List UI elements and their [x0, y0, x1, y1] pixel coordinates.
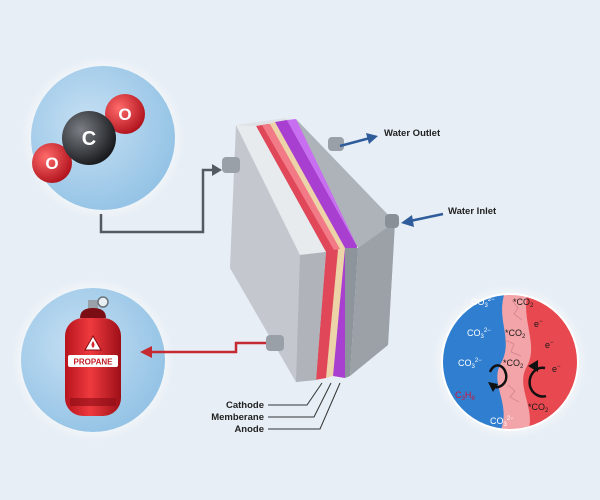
catalyst-region	[523, 294, 578, 430]
electron-3: e−	[552, 364, 561, 374]
oxygen-atom-right	[105, 94, 145, 134]
cathode-leader	[268, 382, 323, 406]
crack-lines	[504, 299, 523, 403]
layer-leader-lines	[268, 382, 341, 430]
tank-valve	[88, 300, 98, 310]
electron-2: e−	[545, 340, 554, 350]
water-inlet-arrow	[409, 212, 444, 223]
electron-1: e−	[534, 319, 543, 329]
species-propane: C3H8	[455, 390, 475, 402]
atom-center-label: C	[82, 128, 96, 150]
cathode-top	[262, 124, 340, 250]
co2-feed-pipe	[99, 168, 212, 234]
membrane-label: Memberane	[211, 412, 264, 423]
co2-feed-arrowhead	[212, 164, 222, 176]
plate-top-face	[236, 125, 326, 255]
propane-output-arrowhead	[140, 346, 152, 358]
species-co3-3: CO32−	[458, 358, 482, 370]
water-inlet-arrowhead	[401, 215, 414, 227]
water-outlet-arrow	[339, 136, 371, 148]
propane-outlet-port	[266, 335, 284, 351]
water-outlet-port	[328, 137, 344, 151]
water-outlet-arrowhead	[366, 133, 378, 144]
flame-icon	[91, 341, 95, 348]
water-inlet-port	[385, 214, 399, 228]
oxygen-atom-left	[32, 143, 72, 183]
tank-label: PROPANE	[74, 358, 114, 367]
species-co3-2: CO32−	[467, 328, 491, 340]
back-plate-edge	[345, 248, 358, 378]
back-plate-side	[350, 222, 395, 376]
pressure-gauge-icon	[97, 296, 109, 308]
cathode-label: Cathode	[226, 400, 264, 411]
plate-front-face	[296, 252, 326, 382]
species-co2-3: *CO2	[503, 358, 524, 370]
tank-label-plate	[68, 355, 118, 367]
anode-label: Anode	[234, 424, 264, 435]
fuel-cell-stack	[222, 118, 399, 382]
propane-tank-panel: PROPANE	[11, 278, 175, 442]
water-outlet-label: Water Outlet	[384, 128, 441, 139]
zone-border	[441, 293, 579, 431]
carbon-atom	[62, 111, 116, 165]
tank-collar	[80, 308, 106, 318]
atom-right-label: O	[118, 105, 131, 124]
anode-leader	[268, 382, 341, 430]
tank-band	[70, 398, 116, 406]
propane-output-pipe	[150, 341, 266, 354]
curved-arrow-transfer-head	[528, 360, 538, 372]
species-co3-4: CO32−	[490, 416, 514, 428]
species-co2-1: *CO2	[513, 297, 534, 309]
species-co3-1: CO32−	[471, 297, 495, 309]
reaction-zone-panel: CO32− CO32− CO32− CO32− *CO2 *CO2 *CO2 *…	[432, 284, 588, 440]
water-inlet-label: Water Inlet	[448, 206, 497, 217]
species-co2-4: *CO2	[528, 402, 549, 414]
membrane-leader	[268, 382, 332, 418]
species-co2-2: *CO2	[505, 328, 526, 340]
curved-arrow-reduction-head	[488, 382, 498, 392]
plate-left-face	[230, 125, 300, 382]
co2-inlet-port	[222, 157, 240, 173]
curved-arrow-reduction	[488, 364, 508, 389]
co2-molecule-panel: O C O	[21, 56, 185, 220]
atom-left-label: O	[45, 154, 58, 173]
